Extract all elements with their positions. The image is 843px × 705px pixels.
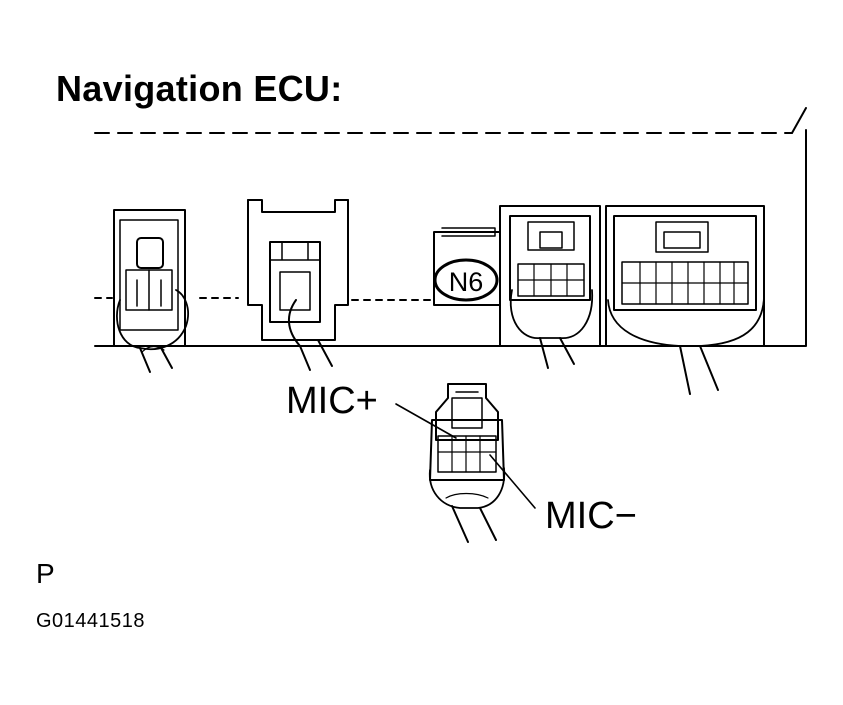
mic-plus-leader xyxy=(395,403,457,439)
diagram-title: Navigation ECU: xyxy=(56,68,343,109)
view-letter: P xyxy=(36,558,55,589)
mic-minus-label: MIC− xyxy=(545,495,637,537)
figure-id: G01441518 xyxy=(36,610,146,632)
mic-plug-connector xyxy=(428,383,506,543)
ecu-connector-2 xyxy=(247,199,349,371)
mic-minus-leader xyxy=(489,454,536,509)
ecu-connector-4 xyxy=(605,205,765,395)
ecu-connector-1 xyxy=(113,209,189,373)
n6-label: N6 xyxy=(449,267,484,297)
mic-plus-label: MIC+ xyxy=(286,380,378,422)
ecu-housing xyxy=(94,107,807,347)
ecu-connector-3 xyxy=(499,205,601,369)
